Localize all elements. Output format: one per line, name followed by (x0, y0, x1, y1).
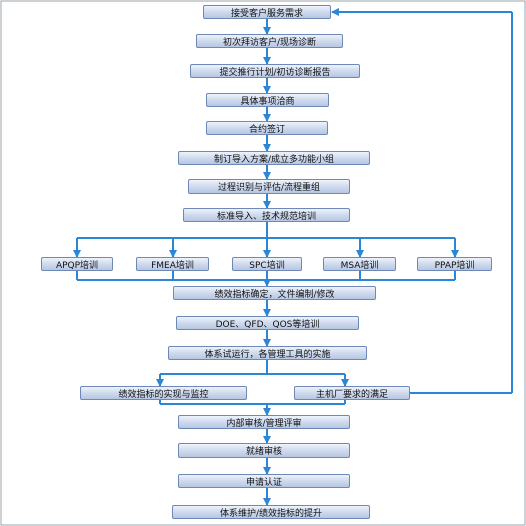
step-negotiation: 具体事项洽商 (206, 93, 329, 107)
step-trial-run: 体系试运行，各管理工具的实施 (168, 346, 367, 360)
step-kpi-monitoring: 绩效指标的实现与监控 (80, 386, 247, 400)
training-ppap: PPAP培训 (417, 257, 492, 271)
step-process-identification: 过程识别与评估/流程重组 (188, 179, 350, 194)
training-spc: SPC培训 (232, 257, 302, 271)
step-oem-requirements: 主机厂要求的满足 (294, 386, 410, 400)
step-receive-request: 接受客户服务需求 (203, 5, 331, 19)
step-implementation-plan: 制订导入方案/成立多功能小组 (178, 151, 370, 165)
step-contract-signing: 合约签订 (206, 121, 328, 135)
step-kpi-documentation: 绩效指标确定，文件编制/修改 (173, 286, 376, 300)
training-msa: MSA培训 (323, 257, 396, 271)
step-first-visit-diagnosis: 初次拜访客户/现场诊断 (196, 34, 343, 48)
step-readiness-audit: 就绪审核 (178, 443, 350, 458)
step-apply-certification: 申请认证 (178, 474, 350, 488)
step-internal-audit: 内部审核/管理评审 (178, 415, 350, 429)
step-standard-training: 标准导入、技术规范培训 (183, 208, 350, 222)
training-fmea: FMEA培训 (136, 257, 209, 271)
training-apqp: APQP培训 (41, 257, 113, 271)
step-submit-plan-report: 提交推行计划/初访诊断报告 (190, 64, 360, 78)
step-system-maintenance: 体系维护/绩效指标的提升 (172, 505, 370, 519)
step-doe-qfd-qos-training: DOE、QFD、QOS等培训 (176, 316, 359, 330)
